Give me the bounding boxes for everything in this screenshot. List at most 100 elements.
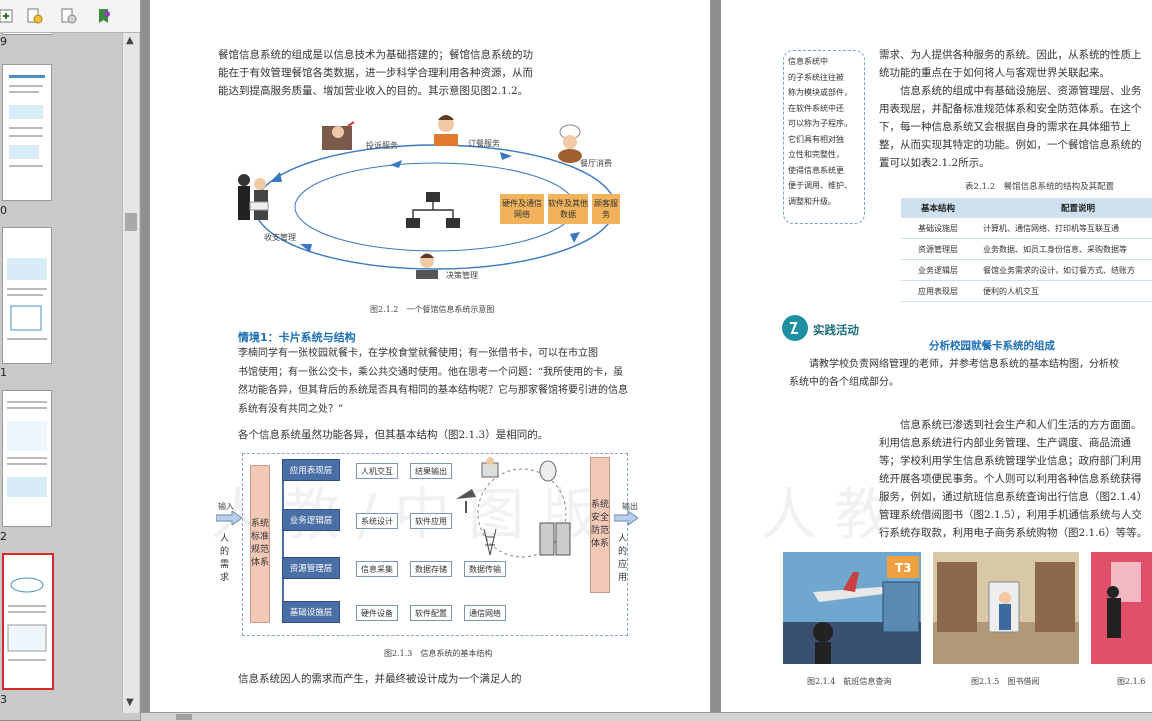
table-row: 资源管理层业务数据、如员工身份信息、采购数据等 <box>901 238 1152 260</box>
figure-2-1-3: 输入 人的需求 系统标准规范体系 系统安全防范体系 输出 人的应用 应用表现层 … <box>216 451 638 637</box>
thumbnail-page-current[interactable] <box>2 553 54 690</box>
network-icon <box>406 192 460 228</box>
horizontal-scrollbar[interactable] <box>141 712 1152 721</box>
label-cashier: 收支管理 <box>264 233 296 242</box>
activity-title: 分析校园就餐卡系统的组成 <box>929 340 1055 352</box>
sidenote-line: 信息系统中 <box>788 57 828 66</box>
layer-item: 信息采集 <box>356 561 398 577</box>
label-dining: 餐厅消费 <box>580 159 612 168</box>
sidenote-line: 的子系统往往被 <box>788 72 844 82</box>
sidenote-line: 立性和完整性， <box>788 150 844 159</box>
thumbnail-sidebar: 9 0 1 2 3 ▲ ▼ <box>0 0 141 720</box>
structure-frame <box>242 453 628 636</box>
security-bar: 系统安全防范体系 <box>590 457 610 593</box>
paragraph: 各个信息系统虽然功能各异，但其基本结构（图2.1.3）是相同的。 <box>238 429 549 441</box>
text-line: 等；学校利用学生信息系统管理学业信息；政府部门利用 <box>879 455 1142 467</box>
thumbnail-page[interactable] <box>2 390 52 527</box>
thumbnail-preview <box>7 577 47 661</box>
sidenote-box: 信息系统中 的子系统往往被 称为模块或部件， 在软件系统中还 可以称为子程序。 … <box>783 50 865 224</box>
right-page: 人 教 信息系统中 的子系统往往被 称为模块或部件， 在软件系统中还 可以称为子… <box>721 0 1152 712</box>
text-line: 整，从而实现其特定的功能。例如，一个餐馆信息系统的 <box>879 139 1142 151</box>
sidenote-line: 它们具有相对独 <box>788 134 844 144</box>
scrollbar-thumb[interactable] <box>125 213 137 231</box>
thumbnail-preview <box>7 258 47 340</box>
thumbnail-page[interactable] <box>2 33 52 35</box>
text-line: 下，每一种信息系统又会根据自身的需求在具体细节上 <box>879 121 1131 133</box>
layer-connector <box>282 471 284 621</box>
cashier-people-icon <box>238 174 269 220</box>
scenario-title: 情境1：卡片系统与结构 <box>238 331 356 344</box>
sidebar-scrollbar[interactable]: ▲ ▼ <box>122 33 139 713</box>
layer-item: 硬件设备 <box>356 605 398 621</box>
add-bookmark-icon[interactable] <box>26 8 44 24</box>
scenario-line: 然功能各异，但其背后的系统是否具有相同的基本结构呢？它与那家餐馆将要引进的信息 <box>238 385 628 396</box>
text-line: 置可以如表2.1.2所示。 <box>879 157 990 169</box>
text-line: 需求、为人提供各种服务的系统。因此，从系统的性质上 <box>879 49 1142 61</box>
paragraph: 信息系统因人的需求而产生，并最终被设计成为一个满足人的 <box>238 673 522 685</box>
sidebar-toolbar <box>0 0 140 33</box>
t3-label: T3 <box>895 561 912 575</box>
table-cell: 资源管理层 <box>901 238 975 260</box>
layer-item: 通信网络 <box>464 605 506 621</box>
sidenote-line: 使得信息系统更 <box>788 165 844 175</box>
scroll-up-icon[interactable]: ▲ <box>126 35 134 46</box>
flight-info-photo: T3 <box>783 552 921 664</box>
watermark: 人 教 / 中 图 版 <box>210 483 598 548</box>
text-line: 利用信息系统进行内部业务管理、生产调度、商品流通 <box>879 437 1131 449</box>
standards-bar: 系统标准规范体系 <box>250 465 270 623</box>
text-line: 用表现层，并配备标准规范体系和安全防范体系。在这个 <box>879 103 1142 115</box>
human-need-label: 人的需求 <box>220 534 230 583</box>
photo-caption: 图2.1.5 图书借阅 <box>971 677 1040 686</box>
thumbnail-page[interactable] <box>2 227 52 364</box>
page-number: 0 <box>0 204 7 217</box>
expand-icon[interactable] <box>0 8 16 24</box>
table-header: 配置说明 <box>975 198 1152 218</box>
bookmark-settings-icon[interactable] <box>95 8 113 24</box>
scenario-line: 系统有没有共同之处？” <box>238 403 344 415</box>
sidenote-line: 在软件系统中还 <box>788 103 844 113</box>
intro-line: 餐馆信息系统的组成是以信息技术为基础搭建的；餐馆信息系统的功 <box>218 49 533 61</box>
activity-icon <box>782 315 808 341</box>
label-decision: 决策管理 <box>446 271 478 280</box>
table-row: 应用表现层便利的人机交互 <box>901 280 1152 302</box>
sidenote-line: 便于调用、维护、 <box>788 181 852 190</box>
label-complaint: 投诉服务 <box>366 141 398 150</box>
layer-item: 人机交互 <box>356 463 398 479</box>
thumbnail-page[interactable] <box>2 64 52 201</box>
left-page: 人 教 / 中 图 版 餐馆信息系统的组成是以信息技术为基础搭建的；餐馆信息系统… <box>150 0 710 712</box>
page-number: 1 <box>0 366 7 379</box>
layer-item: 数据传输 <box>464 561 506 577</box>
input-arrow-icon <box>216 511 242 525</box>
chef-icon <box>558 124 582 163</box>
label-order: 订餐服务 <box>468 139 500 148</box>
scenario-line: 书馆使用；有一张公交卡，乘公共交通时使用。他在思考一个问题：“我所使用的卡，虽 <box>238 366 624 378</box>
table-caption: 表2.1.2 餐馆信息系统的结构及其配置 <box>965 182 1115 192</box>
network-devices-illustration <box>456 457 571 558</box>
table-header: 基本结构 <box>901 198 975 218</box>
table-row: 基础设施层计算机、通信网络、打印机等互联互通 <box>901 218 1152 239</box>
document-viewer[interactable]: 人 教 / 中 图 版 餐馆信息系统的组成是以信息技术为基础搭建的；餐馆信息系统… <box>141 0 1152 712</box>
human-app-label: 人的应用 <box>618 534 628 583</box>
input-label: 输入 <box>218 502 234 511</box>
intro-line: 能在于有效管理餐馆各类数据，进一步科学合理利用各种资源，从而 <box>218 67 533 79</box>
remove-bookmark-icon[interactable] <box>60 8 78 24</box>
software-data-box: 软件及其他数据 <box>548 194 588 224</box>
text-line: 服务，例如，通过航班信息系统查询出行信息（图2.1.4） <box>879 491 1148 503</box>
layer-item: 数据存储 <box>410 561 452 577</box>
layer-business: 业务逻辑层 <box>282 509 340 531</box>
text-line: 管理系统借阅图书（图2.1.5），利用手机通信系统与人交 <box>879 509 1142 521</box>
sidenote-line: 称为模块或部件， <box>788 88 852 97</box>
hardware-network-box: 硬件及通信网络 <box>500 194 544 224</box>
layer-item: 软件应用 <box>410 513 452 529</box>
thumbnail-preview <box>7 401 47 497</box>
scrollbar-thumb[interactable] <box>176 714 192 720</box>
photo-caption: 图2.1.6 <box>1117 677 1146 686</box>
layer-item: 软件配置 <box>410 605 452 621</box>
table-cell: 计算机、通信网络、打印机等互联互通 <box>975 218 1152 239</box>
text-line: 信息系统已渗透到社会生产和人们生活的方方面面。 <box>879 419 1142 431</box>
intro-line: 能达到提高服务质量、增加营业收入的目的。其示意图见图2.1.2。 <box>218 85 529 97</box>
table-cell: 基础设施层 <box>901 218 975 239</box>
watermark: 人 教 <box>761 483 891 548</box>
layer-item: 结果输出 <box>410 463 452 479</box>
scroll-down-icon[interactable]: ▼ <box>126 697 134 708</box>
